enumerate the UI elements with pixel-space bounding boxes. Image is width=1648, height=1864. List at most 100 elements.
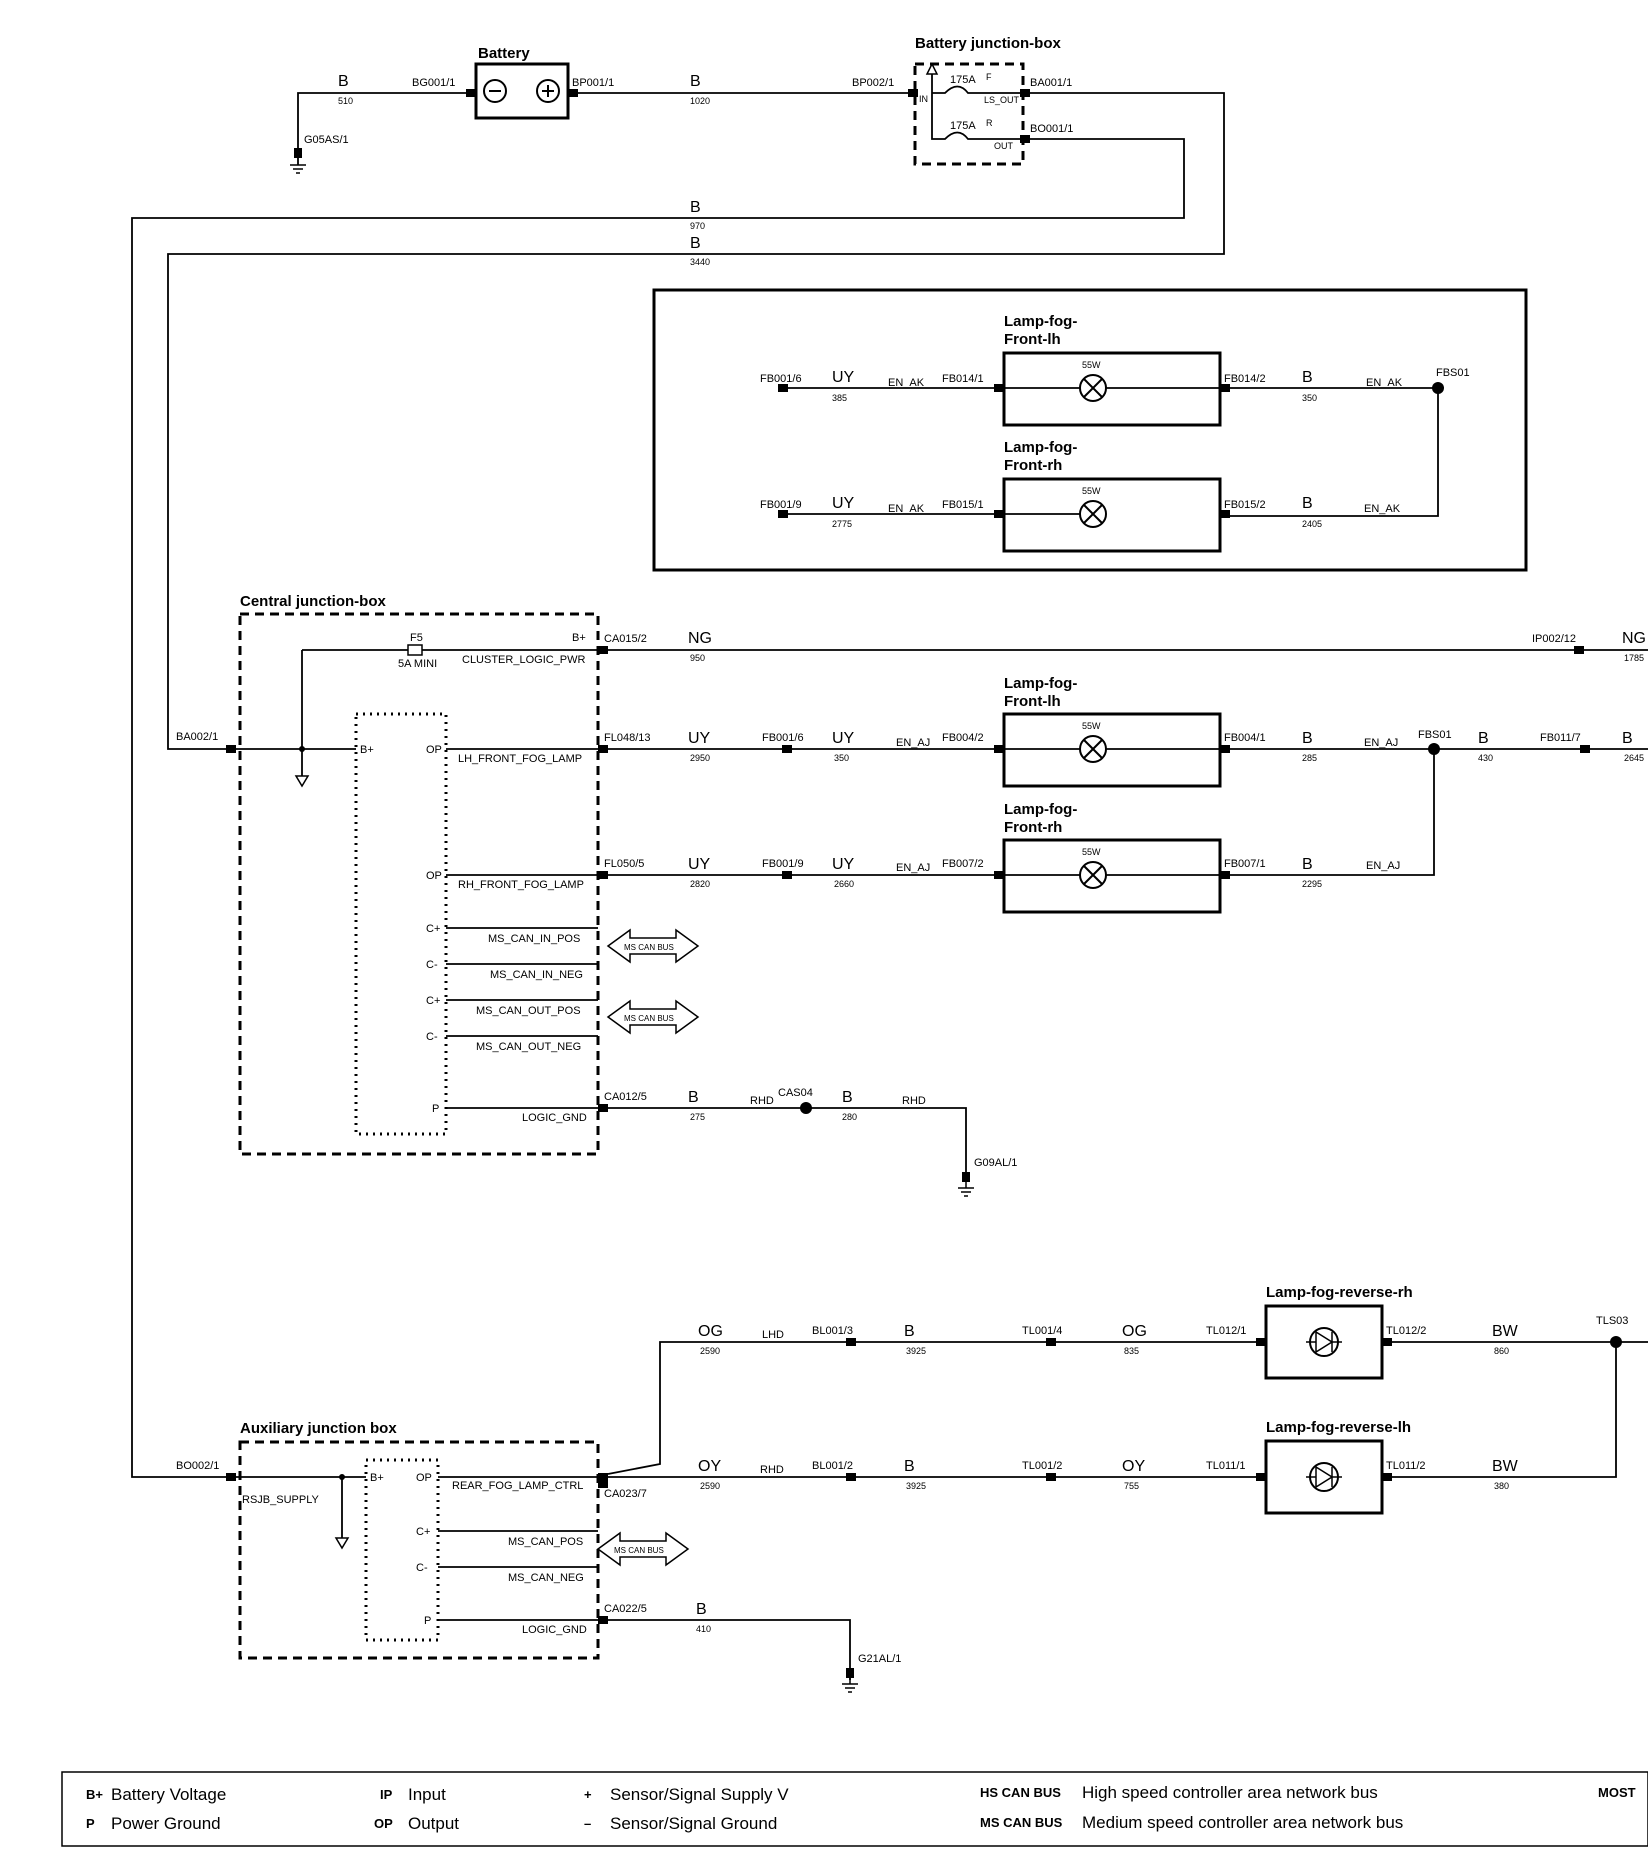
wire-number: 385	[832, 393, 847, 403]
pin-label: FB001/9	[760, 499, 802, 511]
can-lines	[446, 927, 598, 1037]
fuse-label: F5	[410, 632, 423, 644]
pin-label: TL001/4	[1022, 1325, 1062, 1337]
legend-value: Power Ground	[111, 1814, 221, 1833]
connector-bg001	[466, 89, 476, 97]
pin-label: BL001/2	[812, 1460, 853, 1472]
pin-label: CA012/5	[604, 1091, 647, 1103]
wire-number: 1785	[1624, 653, 1644, 663]
signal-label: RSJB_SUPPLY	[242, 1494, 319, 1506]
harness-label: RHD	[760, 1464, 784, 1476]
wire-color-label: B	[1478, 730, 1489, 747]
pin-type: C-	[416, 1562, 428, 1574]
can-bus-label: MS CAN BUS	[624, 943, 674, 952]
wire-number: 2950	[690, 753, 710, 763]
wire-color-label: B	[1302, 730, 1313, 747]
splice-icon	[1432, 382, 1444, 394]
pin-label: TL012/1	[1206, 1325, 1246, 1337]
lamp-title: Front-lh	[1004, 331, 1061, 348]
pin-label: FB015/1	[942, 499, 984, 511]
wire-number: 3925	[906, 1346, 926, 1356]
wire-number: 2590	[700, 1481, 720, 1491]
splice-label: FBS01	[1436, 367, 1470, 379]
pin-label: FB004/1	[1224, 732, 1266, 744]
fuse-letter: R	[986, 118, 993, 128]
pin-label: BA001/1	[1030, 77, 1072, 89]
wire-number: 3925	[906, 1481, 926, 1491]
wire-number: 350	[834, 753, 849, 763]
wire-number: 860	[1494, 1346, 1509, 1356]
pin-type: OP	[416, 1472, 432, 1484]
can-bus-arrow-icon	[596, 1531, 690, 1567]
wire-color-label: B	[1302, 856, 1313, 873]
signal-label: MS_CAN_OUT_NEG	[476, 1041, 581, 1053]
legend-value: Sensor/Signal Ground	[610, 1814, 777, 1833]
wire-color-label: BW	[1492, 1458, 1519, 1475]
fuse-output: OUT	[994, 141, 1014, 151]
signal-label: LOGIC_GND	[522, 1112, 587, 1124]
central-jb-title: Central junction-box	[240, 593, 386, 610]
wire-number: 2645	[1624, 753, 1644, 763]
ground-icon	[290, 164, 306, 174]
wire-color-label: B	[688, 1089, 699, 1106]
wire-color-label: B	[1302, 369, 1313, 386]
connector-bp001	[568, 89, 578, 97]
lamp-fog-front-rh-box	[1002, 838, 1222, 914]
signal-label: CLUSTER_LOGIC_PWR	[462, 654, 586, 666]
can-bus-label: MS CAN BUS	[624, 1014, 674, 1023]
splice-label: CAS04	[778, 1087, 813, 1099]
signal-label: LOGIC_GND	[522, 1624, 587, 1636]
lamp-fog-front-lh-box	[1002, 712, 1222, 788]
harness-label: EN_AK	[1364, 503, 1401, 515]
pin-label: BP001/1	[572, 77, 614, 89]
pin-label: FB011/7	[1540, 732, 1581, 744]
pin-label: FB001/6	[762, 732, 804, 744]
wire-number: 280	[842, 1112, 857, 1122]
lamp-bulb-icon	[1079, 735, 1107, 763]
lamp-title: Front-rh	[1004, 819, 1062, 836]
wire-number: 2660	[834, 879, 854, 889]
aux-can-lines	[438, 1530, 598, 1568]
legend-key: B+	[86, 1787, 103, 1802]
aux-module-outline	[364, 1458, 440, 1642]
lamp-title: Front-lh	[1004, 693, 1061, 710]
wire-aux-supply	[236, 1476, 366, 1538]
legend-frame	[61, 1771, 1648, 1847]
legend-value: Output	[408, 1814, 459, 1833]
pin-label: FB004/2	[942, 732, 984, 744]
pin-label: BG001/1	[412, 77, 455, 89]
legend-key: MOST	[1598, 1785, 1636, 1800]
signal-label: MS_CAN_IN_NEG	[490, 969, 583, 981]
ground-connector	[294, 148, 302, 158]
wire-color-label: UY	[832, 856, 855, 873]
can-bus-arrow-icon	[606, 928, 700, 964]
signal-label: MS_CAN_IN_POS	[488, 933, 580, 945]
battery-section: Battery B 510 BG001/1 G05AS/1 BP001/1 B …	[290, 45, 918, 174]
central-junction-box: Central junction-box BA002/1 B+ F5 5A MI…	[176, 593, 1648, 1197]
splice-label: FBS01	[1418, 729, 1452, 741]
wire-color-label: B	[904, 1458, 915, 1475]
pin-label: BL001/3	[812, 1325, 853, 1337]
battery-positive-icon	[536, 79, 560, 103]
pin-type: C+	[426, 923, 440, 935]
legend-key: +	[584, 1787, 592, 1802]
pin-label: TL011/2	[1386, 1460, 1426, 1472]
wire-color-label: B	[1302, 495, 1313, 512]
pin-label: FB015/2	[1224, 499, 1266, 511]
fuse-letter: F	[986, 72, 992, 82]
battery-negative-icon	[483, 79, 507, 103]
legend-key: HS CAN BUS	[980, 1785, 1061, 1800]
signal-label: MS_CAN_POS	[508, 1536, 583, 1548]
wire-color-label: B	[904, 1323, 915, 1340]
wire-color-label: B	[690, 73, 701, 90]
ground-arrow-icon	[294, 775, 310, 788]
fuse-rating: 5A MINI	[398, 658, 437, 670]
legend-value: Input	[408, 1785, 446, 1804]
wire-number: 410	[696, 1624, 711, 1634]
pin-label: CA015/2	[604, 633, 647, 645]
ground-label: G21AL/1	[858, 1653, 901, 1665]
legend-key: –	[584, 1816, 591, 1831]
wire-number: 2405	[1302, 519, 1322, 529]
wire-logic-gnd	[446, 1107, 967, 1172]
